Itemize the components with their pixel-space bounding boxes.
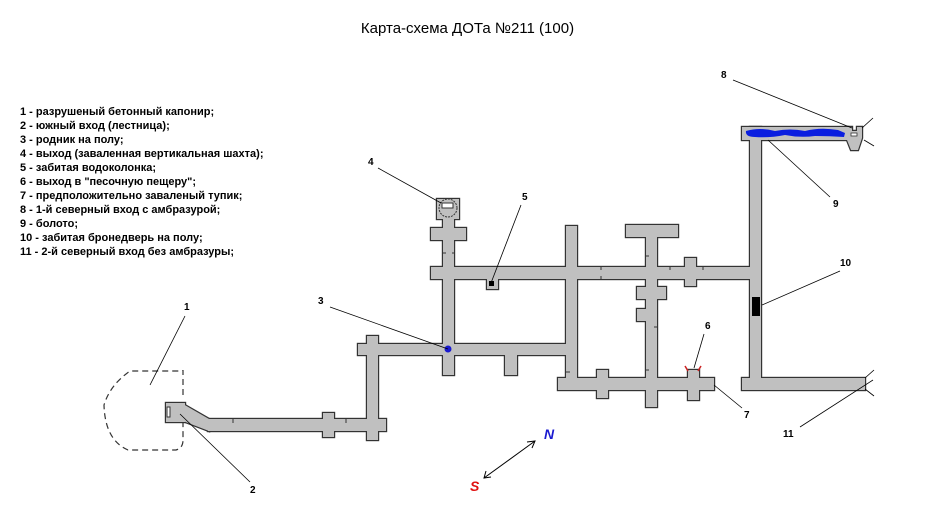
armored-door-icon [752, 297, 760, 316]
caponier-outline [103, 369, 184, 451]
compass-south: S [470, 478, 480, 494]
legend-item: 10 - забитая бронедверь на полу; [20, 232, 203, 244]
legend-item: 8 - 1-й северный вход с амбразурой; [20, 204, 221, 216]
marker-2: 2 [250, 485, 256, 496]
shaft-icon [438, 198, 458, 218]
tunnels [166, 127, 865, 440]
legend: 1 - разрушеный бетонный капонир; 2 - южн… [20, 105, 264, 259]
marker-3: 3 [318, 296, 324, 307]
marker-9: 9 [833, 199, 839, 210]
legend-item: 1 - разрушеный бетонный капонир; [20, 106, 215, 118]
compass-arrow [483, 440, 536, 479]
leader-lines [149, 79, 875, 483]
legend-item: 3 - родник на полу; [20, 134, 124, 146]
legend-item: 2 - южный вход (лестница); [20, 120, 170, 132]
legend-item: 7 - предположительно заваленый тупик; [20, 190, 243, 202]
map-title: Карта-схема ДОТа №211 (100) [360, 20, 575, 37]
marker-7: 7 [744, 410, 750, 421]
marker-11: 11 [783, 429, 794, 440]
legend-item: 5 - забитая водоколонка; [20, 162, 157, 174]
marker-10: 10 [840, 258, 852, 269]
legend-item: 4 - выход (заваленная вертикальная шахта… [20, 148, 264, 160]
marker-1: 1 [184, 302, 190, 313]
marker-6: 6 [705, 321, 711, 332]
marker-4: 4 [368, 157, 374, 168]
stair-icon [166, 406, 171, 418]
marker-5: 5 [522, 192, 528, 203]
joint-marks [232, 252, 704, 423]
legend-item: 9 - болото; [20, 218, 79, 230]
marker-8: 8 [721, 70, 727, 81]
water-column-icon [489, 281, 494, 286]
compass-north: N [544, 426, 555, 442]
legend-item: 11 - 2-й северный вход без амбразуры; [20, 246, 235, 258]
legend-item: 6 - выход в "песочную пещеру"; [20, 176, 197, 188]
sand-cave-exit-icon [684, 365, 702, 372]
swamp-area [745, 128, 845, 138]
